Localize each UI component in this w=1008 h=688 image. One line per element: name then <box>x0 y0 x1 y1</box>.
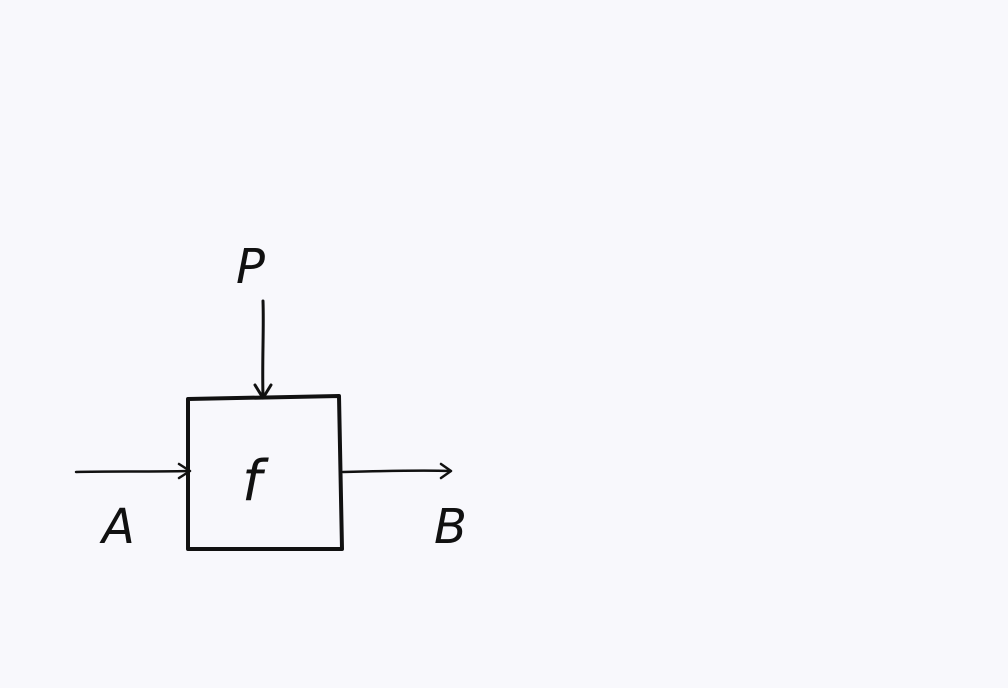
input-label: A <box>99 499 135 555</box>
function-label: f <box>242 449 269 514</box>
output-label: B <box>434 499 467 555</box>
input-arrow <box>74 462 192 480</box>
function-box <box>186 394 344 551</box>
output-arrow <box>341 462 453 480</box>
parameter-label: P <box>236 239 265 295</box>
parameter-arrow <box>253 299 273 400</box>
